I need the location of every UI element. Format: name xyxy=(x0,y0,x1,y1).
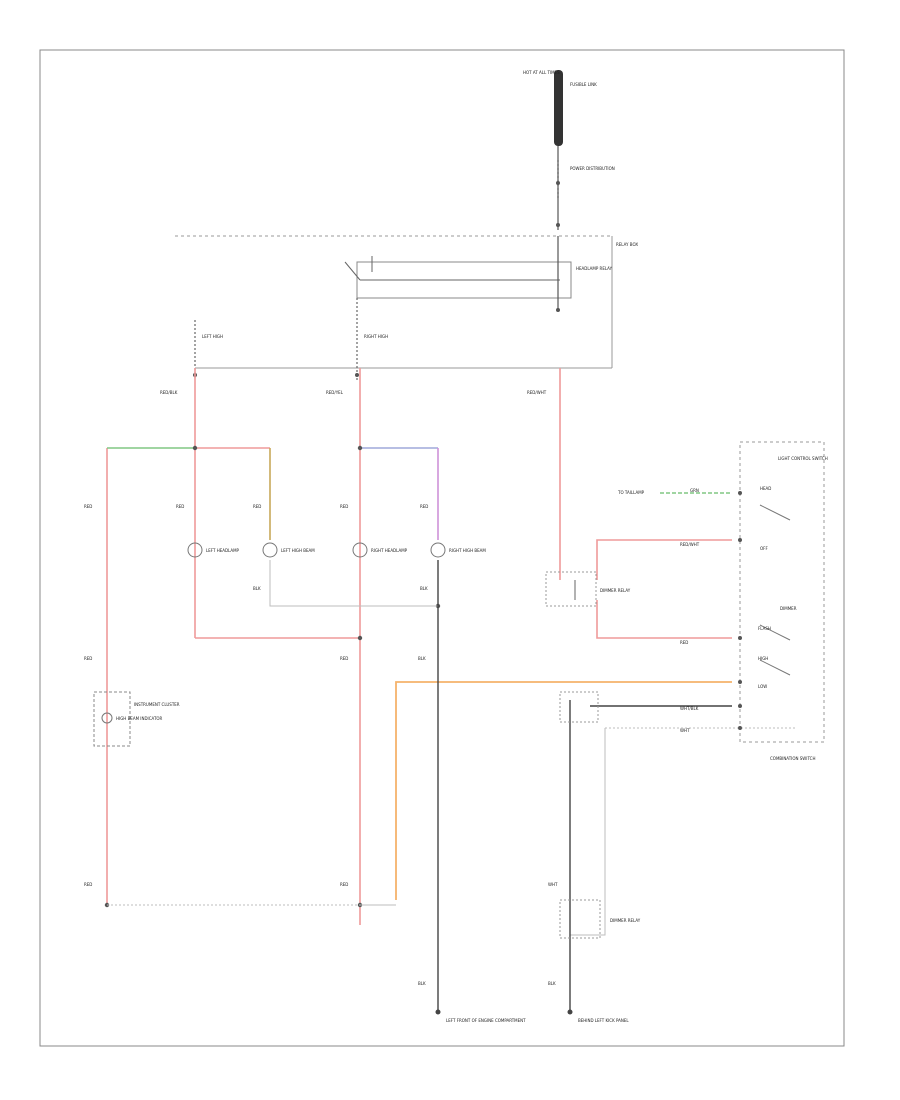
wire-label-18: WHT xyxy=(548,882,558,887)
label-fusible-link: FUSIBLE LINK xyxy=(570,82,597,87)
wire-label-9: BLK xyxy=(253,586,261,591)
label-left-headlamp: LEFT HEADLAMP xyxy=(206,548,240,553)
black-wiring xyxy=(437,560,732,1010)
fuse-right-high xyxy=(355,298,359,380)
wire-label-13: BLK xyxy=(418,656,426,661)
label-left-high: LEFT HIGH xyxy=(202,334,223,339)
label-dimmer-relay: DIMMER RELAY xyxy=(610,918,641,923)
instrument-cluster xyxy=(93,691,131,747)
red-wiring xyxy=(106,368,732,925)
ecm-relay xyxy=(545,571,597,607)
wire-label-7: RED xyxy=(340,504,348,509)
combination-switch xyxy=(738,441,825,743)
label-power-distribution: POWER DISTRIBUTION xyxy=(570,166,615,171)
label-head: HEAD xyxy=(760,486,771,491)
right-high-beam xyxy=(430,542,446,558)
wire-label-19: GRN xyxy=(690,488,699,493)
label-flash: FLASH xyxy=(758,626,771,631)
dimmer-relay xyxy=(559,691,601,939)
label-combination-switch: COMBINATION SWITCH xyxy=(770,756,815,761)
label-instrument-cluster: INSTRUMENT CLUSTER xyxy=(134,702,180,707)
wire-label-22: WHT/BLK xyxy=(680,706,699,711)
orange-wire xyxy=(395,681,732,900)
relay-box xyxy=(175,235,613,369)
left-headlamp xyxy=(187,542,203,558)
label-ecm: DIMMER RELAY xyxy=(600,588,631,593)
fusible-link xyxy=(554,70,563,230)
wire-label-15: RED xyxy=(340,882,348,887)
label-right-high: RIGHT HIGH xyxy=(364,334,388,339)
wire-label-3: RED/WHT xyxy=(527,390,547,395)
wire-label-6: RED xyxy=(253,504,261,509)
wire-label-10: BLK xyxy=(420,586,428,591)
label-high-beam-indicator: HIGH BEAM INDICATOR xyxy=(116,716,163,721)
label-headlamp-relay: HEADLAMP RELAY xyxy=(576,266,613,271)
label-ground-right: BEHIND LEFT KICK PANEL xyxy=(578,1018,629,1023)
label-ground-left: LEFT FRONT OF ENGINE COMPARTMENT xyxy=(446,1018,526,1023)
wire-label-20: RED/WHT xyxy=(680,542,700,547)
wire-label-14: RED xyxy=(84,882,92,887)
label-low: LOW xyxy=(758,684,767,689)
right-headlamp xyxy=(352,542,368,558)
label-right-high-beam: RIGHT HIGH BEAM xyxy=(449,548,486,553)
wire-label-12: RED xyxy=(340,656,348,661)
wire-label-5: RED xyxy=(176,504,184,509)
label-to-taillamp: TO TAILLAMP xyxy=(617,490,645,495)
diagram-frame xyxy=(39,49,845,1047)
label-light-control-switch: LIGHT CONTROL SWITCH xyxy=(778,456,828,461)
wire-label-1: RED/BLK xyxy=(160,390,178,395)
wire-label-23: WHT xyxy=(680,728,690,733)
wire-label-11: RED xyxy=(84,656,92,661)
wire-label-17: BLK xyxy=(548,981,556,986)
label-right-headlamp: RIGHT HEADLAMP xyxy=(371,548,408,553)
wire-label-16: BLK xyxy=(418,981,426,986)
wire-label-4: RED xyxy=(84,504,92,509)
gray-wiring xyxy=(107,560,795,936)
label-dimmer-switch: DIMMER xyxy=(780,606,797,611)
label-off: OFF xyxy=(760,546,768,551)
label-relay-box: RELAY BOX xyxy=(616,242,638,247)
wire-label-21: RED xyxy=(680,640,688,645)
left-high-beam xyxy=(262,542,278,558)
label-left-high-beam: LEFT HIGH BEAM xyxy=(281,548,315,553)
splices xyxy=(104,445,441,908)
wire-label-2: RED/YEL xyxy=(326,390,344,395)
label-hot-at-all-times: HOT AT ALL TIMES xyxy=(523,70,560,75)
wire-label-8: RED xyxy=(420,504,428,509)
ground-symbols xyxy=(435,1009,573,1015)
label-high: HIGH xyxy=(758,656,768,661)
